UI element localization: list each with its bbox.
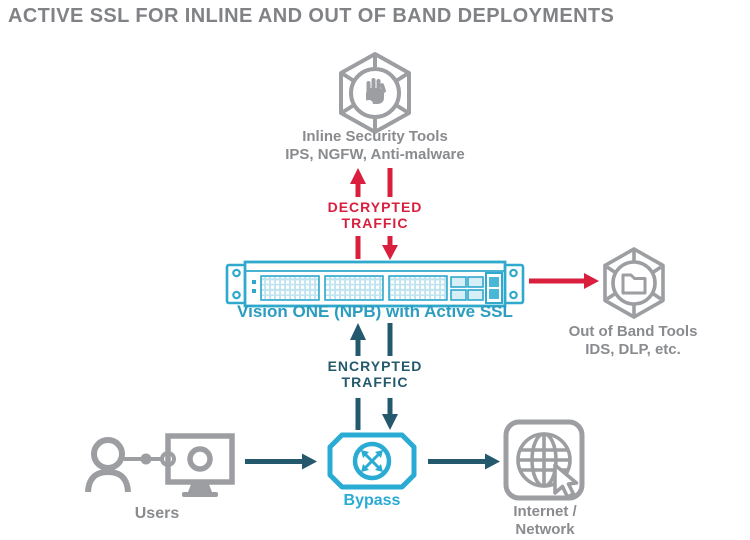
monitor-stand [188, 482, 212, 492]
internet-label: Internet / Network [513, 503, 577, 538]
person-and-monitor-icon [85, 433, 235, 497]
port-banks [260, 275, 448, 301]
packet-broker-appliance [225, 260, 525, 308]
oob-traffic-arrow [529, 273, 599, 289]
decrypted-traffic-label: DECRYPTED TRAFFIC [327, 199, 423, 231]
encrypted-traffic-label: ENCRYPTED TRAFFIC [327, 358, 423, 390]
inline-tools-title: Inline Security Tools [302, 128, 448, 145]
npb-label: Vision ONE (NPB) with Active SSL [237, 302, 513, 321]
bypass-label: Bypass [343, 492, 401, 509]
hexagon-folder-icon [603, 247, 665, 319]
stop-hand-glyph [366, 78, 386, 104]
encrypted-down-arrowhead [382, 414, 398, 430]
inline-tools-label: Inline Security Tools IPS, NGFW, Anti-ma… [255, 128, 495, 164]
oob-tools-subtitle: IDS, DLP, etc. [585, 341, 681, 358]
person-head [91, 437, 125, 471]
globe-glyph [516, 432, 572, 488]
uplink-ports [450, 276, 484, 301]
led-indicator [252, 289, 256, 293]
oob-tools-label: Out of Band Tools IDS, DLP, etc. [533, 323, 733, 359]
encrypted-up-arrowhead [350, 323, 366, 340]
inline-tools-subtitle: IPS, NGFW, Anti-malware [285, 146, 465, 163]
oob-tools-title: Out of Band Tools [568, 323, 698, 340]
globe-cursor-icon [503, 419, 585, 501]
oob-arrowhead [584, 273, 599, 289]
bypass-switch-icon [327, 432, 417, 490]
module-slot [485, 272, 503, 304]
monitor-node [187, 446, 213, 472]
led-indicator [252, 280, 256, 284]
users-to-bypass-arrow [245, 453, 317, 470]
decrypted-up-arrowhead [350, 168, 366, 184]
hexagon-hand-icon [339, 52, 411, 134]
decrypted-down-arrowhead [382, 245, 398, 260]
crossed-arrows-glyph [361, 450, 383, 472]
folder-glyph [621, 273, 647, 295]
person-shoulders [85, 468, 131, 493]
encrypted-traffic-arrows [350, 323, 398, 430]
diagram-title: ACTIVE SSL FOR INLINE AND OUT OF BAND DE… [8, 5, 615, 27]
users-label: Users [134, 505, 180, 522]
connection-node [140, 453, 152, 465]
monitor-screen [165, 433, 235, 485]
decrypted-traffic-arrows [350, 168, 398, 260]
cursor-glyph [553, 463, 579, 499]
bypass-to-internet-arrow [428, 453, 500, 470]
